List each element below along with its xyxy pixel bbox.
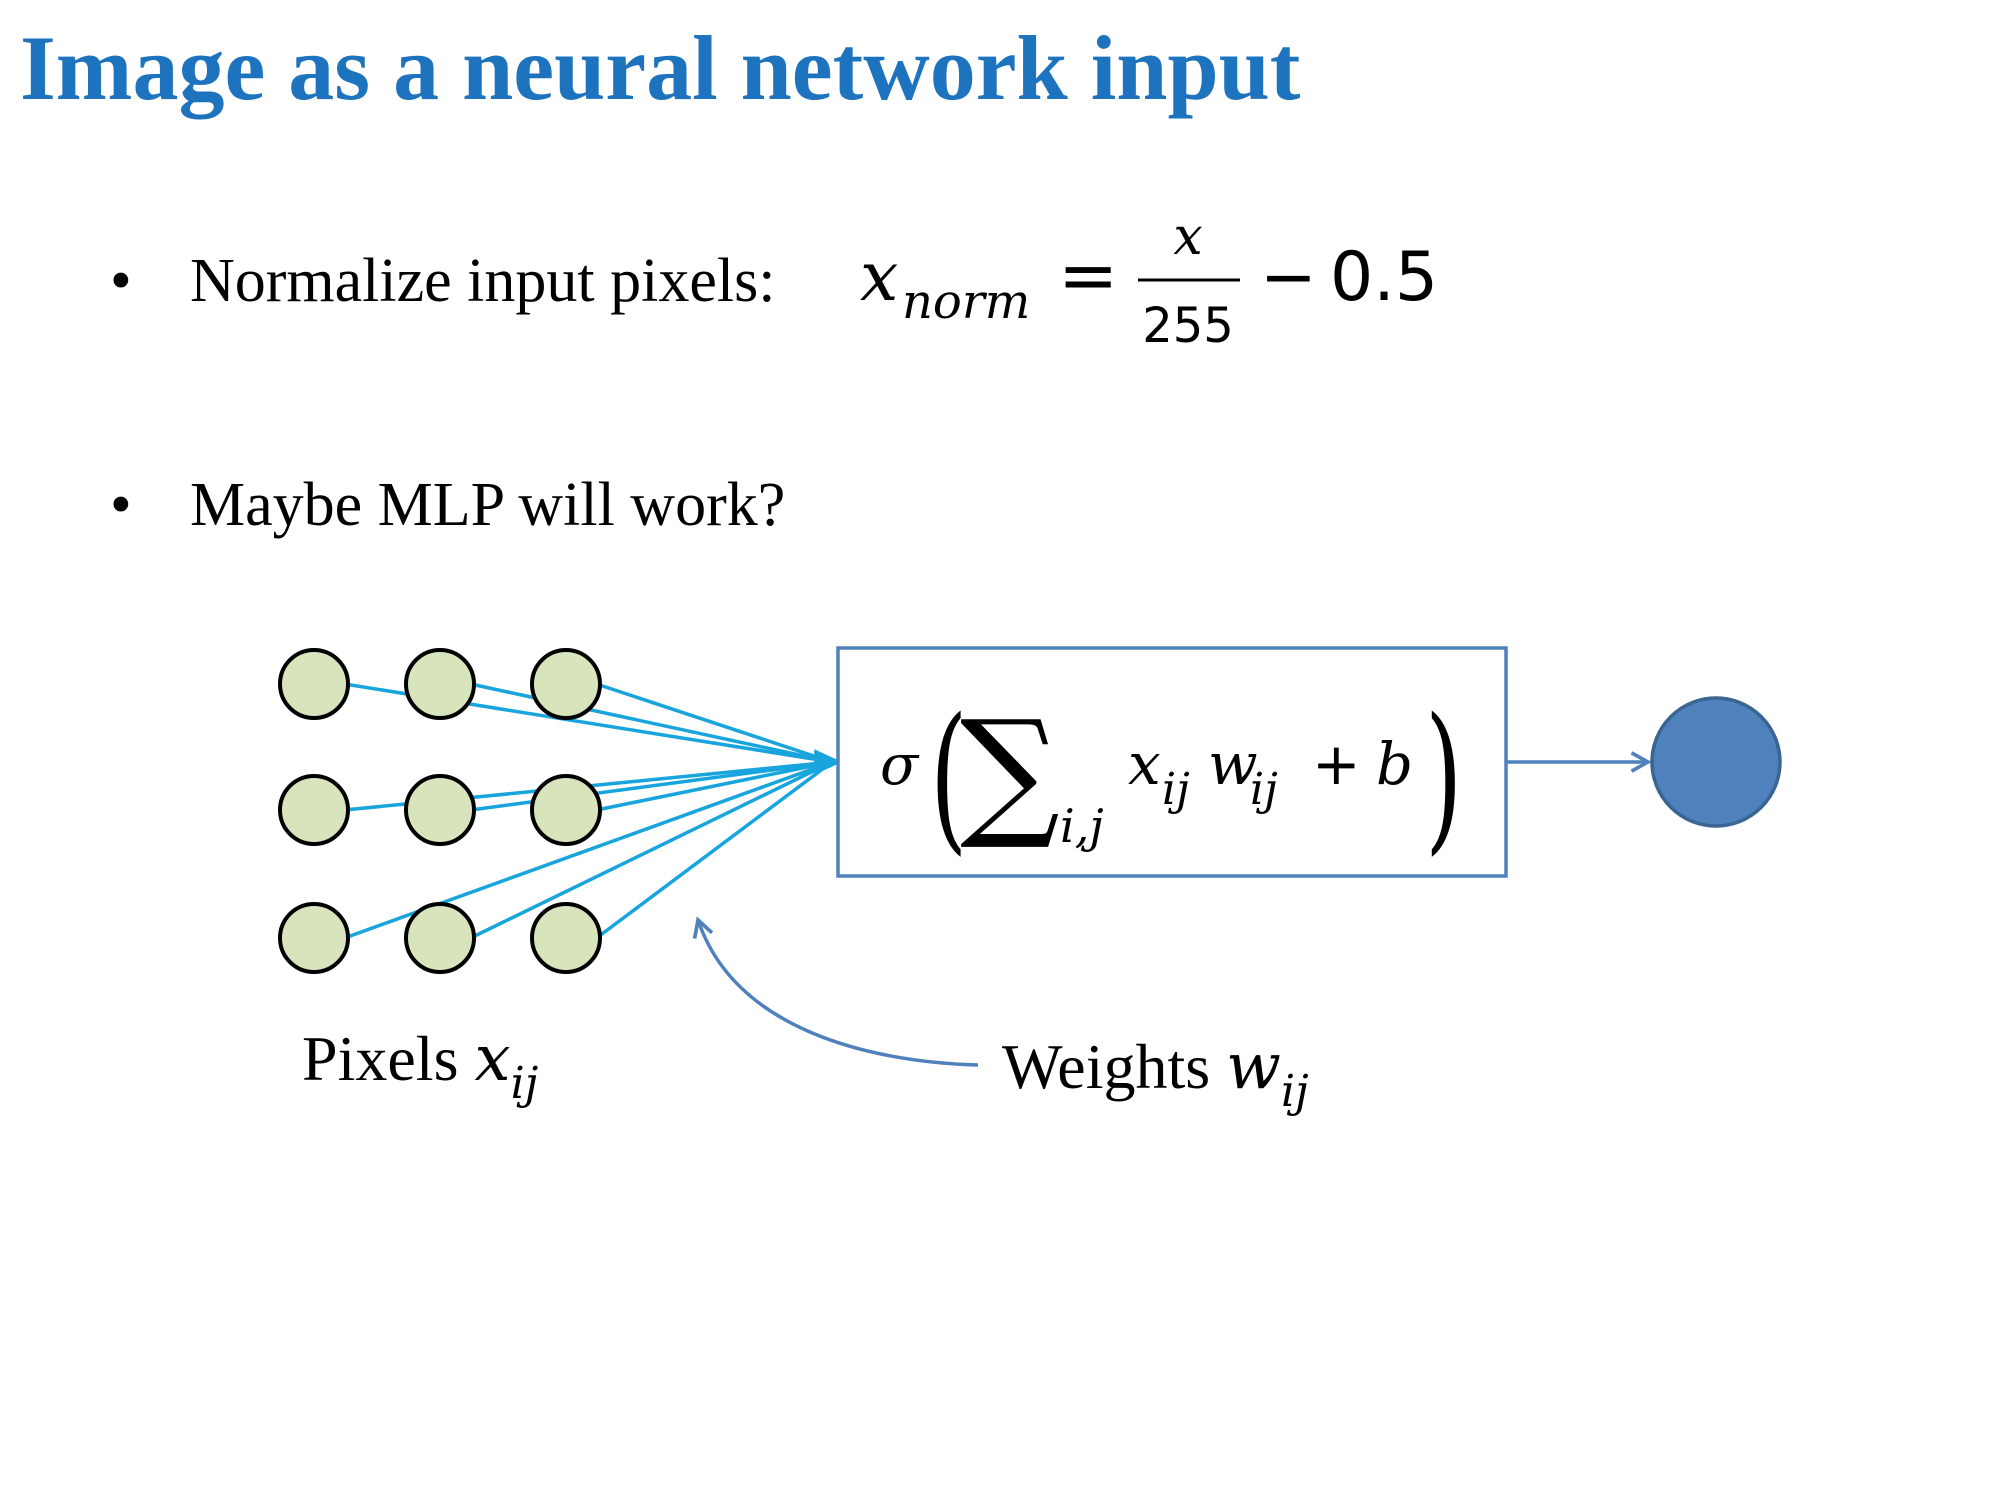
pixels-label-sub: ij xyxy=(510,1058,539,1109)
formula-numerator: x xyxy=(1173,207,1202,267)
pixel-node-1-1 xyxy=(404,774,476,846)
close-paren: ) xyxy=(1425,685,1462,871)
connection-arrowhead xyxy=(814,749,843,775)
slide-title: Image as a neural network input xyxy=(20,17,1301,119)
pixels-label-text: Pixels xyxy=(302,1023,459,1094)
pixel-node-1-0 xyxy=(278,774,350,846)
bullet-normalize: • Normalize input pixels: xyxy=(110,246,775,316)
weights-pointer-arrow xyxy=(698,920,979,1067)
formula-equals: = xyxy=(1058,233,1118,317)
bias-var: b xyxy=(1376,730,1413,798)
pixel-node-1-2 xyxy=(530,774,602,846)
weights-label-text: Weights xyxy=(1002,1031,1211,1102)
bullet-normalize-text: Normalize input pixels: xyxy=(190,247,776,315)
w-subscript: ij xyxy=(1250,764,1278,815)
sigma-symbol: σ xyxy=(880,733,920,798)
bullet-mlp: • Maybe MLP will work? xyxy=(110,470,785,540)
pixel-grid xyxy=(278,648,602,974)
pixel-node-0-1 xyxy=(404,648,476,720)
formula-denominator: 255 xyxy=(1142,298,1234,354)
output-neuron xyxy=(1650,696,1782,828)
bullet-dot: • xyxy=(110,247,132,315)
pixel-node-2-1 xyxy=(404,902,476,974)
formula-lhs-var: x xyxy=(860,238,898,317)
formula-constant: 0.5 xyxy=(1330,238,1438,317)
neuron-box xyxy=(836,646,1508,878)
connection-line xyxy=(469,760,833,940)
connection-line xyxy=(596,682,833,764)
x-var: x xyxy=(1128,730,1161,798)
sum-symbol: ∑ xyxy=(960,691,1060,854)
sum-subscript: i,j xyxy=(1060,799,1104,853)
bullet-dot: • xyxy=(110,471,132,539)
pixel-node-0-2 xyxy=(530,648,602,720)
formula-lhs-sub: norm xyxy=(902,274,1030,330)
w-var: w xyxy=(1208,730,1258,798)
formula-minus: − xyxy=(1260,238,1317,317)
weights-label: Weights wij xyxy=(1002,1030,1309,1118)
normalize-formula: x norm = x 255 − 0.5 xyxy=(860,207,1438,354)
x-subscript: ij xyxy=(1162,764,1190,815)
weights-label-sub: ij xyxy=(1280,1066,1309,1117)
pixel-node-0-0 xyxy=(278,648,350,720)
pixel-node-2-0 xyxy=(278,902,350,974)
bullet-mlp-text: Maybe MLP will work? xyxy=(190,471,786,539)
plus-sign: + xyxy=(1312,730,1361,798)
connection-line xyxy=(470,682,833,764)
neuron-formula: σ ( ∑ i,j x ij w ij + b ) xyxy=(880,685,1462,871)
pixel-node-2-2 xyxy=(530,902,602,974)
weights-label-var: w xyxy=(1226,1030,1281,1104)
connection-line xyxy=(596,760,833,812)
pixels-label: Pixels xij xyxy=(302,1022,538,1110)
connection-line xyxy=(470,760,833,812)
pixels-label-var: x xyxy=(474,1022,511,1096)
open-paren: ( xyxy=(930,685,967,871)
connection-line xyxy=(595,760,834,940)
